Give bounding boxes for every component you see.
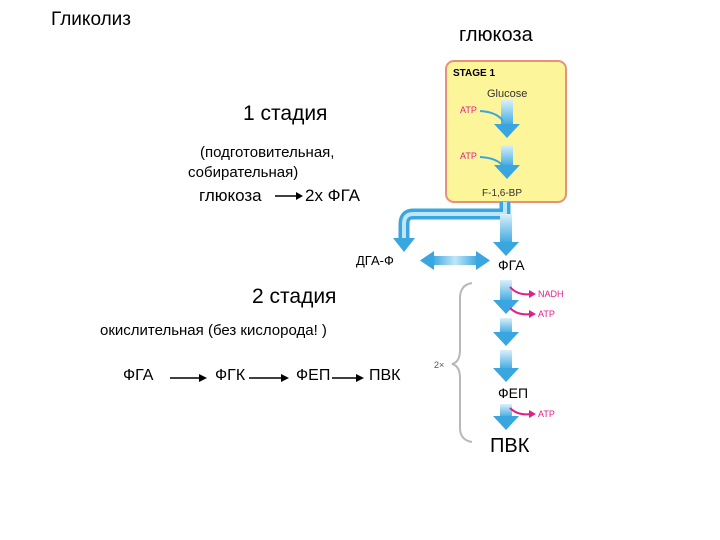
stage2-heading: 2 стадия <box>252 285 337 308</box>
stage1-desc-line2: собирательная) <box>188 164 299 181</box>
stage1-heading: 1 стадия <box>243 102 328 125</box>
fig-f16bp: F-1,6-BP <box>482 188 522 199</box>
fig-pvk: ПВК <box>490 435 530 457</box>
chain-arrow-3 <box>332 374 364 382</box>
fig-glucose: Glucose <box>487 88 527 100</box>
chain-arrow-2 <box>249 374 289 382</box>
chain-item-pvk: ПВК <box>369 367 401 384</box>
equilibrium-arrow <box>420 251 490 270</box>
fig-atp2: ATP <box>460 151 477 161</box>
atp2-curve <box>479 156 504 167</box>
fig-fga: ФГА <box>498 257 525 273</box>
atp4-curve <box>509 407 533 416</box>
stage2-arrow-4 <box>493 404 519 430</box>
chain-item-fgk: ФГК <box>215 367 246 384</box>
stage2-arrow-1 <box>493 280 519 314</box>
fig-atp4: ATP <box>538 409 555 419</box>
atp3-arrowhead <box>529 310 536 318</box>
chain-arrow-1 <box>170 374 207 382</box>
chain-item-fga: ФГА <box>123 367 154 384</box>
stage1-reaction-to: 2х ФГА <box>305 186 361 205</box>
elbow-arrow <box>393 202 511 252</box>
fig-fep: ФЕП <box>498 385 528 401</box>
fig-atp3: ATP <box>538 309 555 319</box>
atp4-arrowhead <box>529 410 536 418</box>
atp1-curve <box>479 110 504 122</box>
nadh-curve <box>509 286 533 296</box>
chain-item-fep: ФЕП <box>296 367 331 384</box>
stage2-arrow-2 <box>493 318 519 346</box>
stage1-desc-line1: (подготовительная, <box>200 144 335 161</box>
stage2-arrow-3 <box>493 350 519 382</box>
fig-multiplier: 2× <box>434 360 444 370</box>
nadh-arrowhead <box>529 290 536 298</box>
fga-arrow <box>493 214 519 256</box>
stage1-reaction-arrow <box>275 192 303 200</box>
fig-atp1: ATP <box>460 105 477 115</box>
panel-arrow-1 <box>494 100 520 138</box>
page-title: Гликолиз <box>51 9 132 30</box>
glucose-label-top: глюкоза <box>459 24 533 46</box>
atp3-curve <box>509 307 533 316</box>
stage2-desc: окислительная (без кислорода! ) <box>100 322 327 339</box>
panel-arrow-2 <box>494 145 520 179</box>
fig-nadh: NADH <box>538 289 564 299</box>
stage2-bracket <box>451 282 473 443</box>
fig-dga: ДГА-Ф <box>356 253 394 268</box>
stage1-reaction-from: глюкоза <box>199 186 262 205</box>
fig-stage-label: STAGE 1 <box>453 68 495 79</box>
